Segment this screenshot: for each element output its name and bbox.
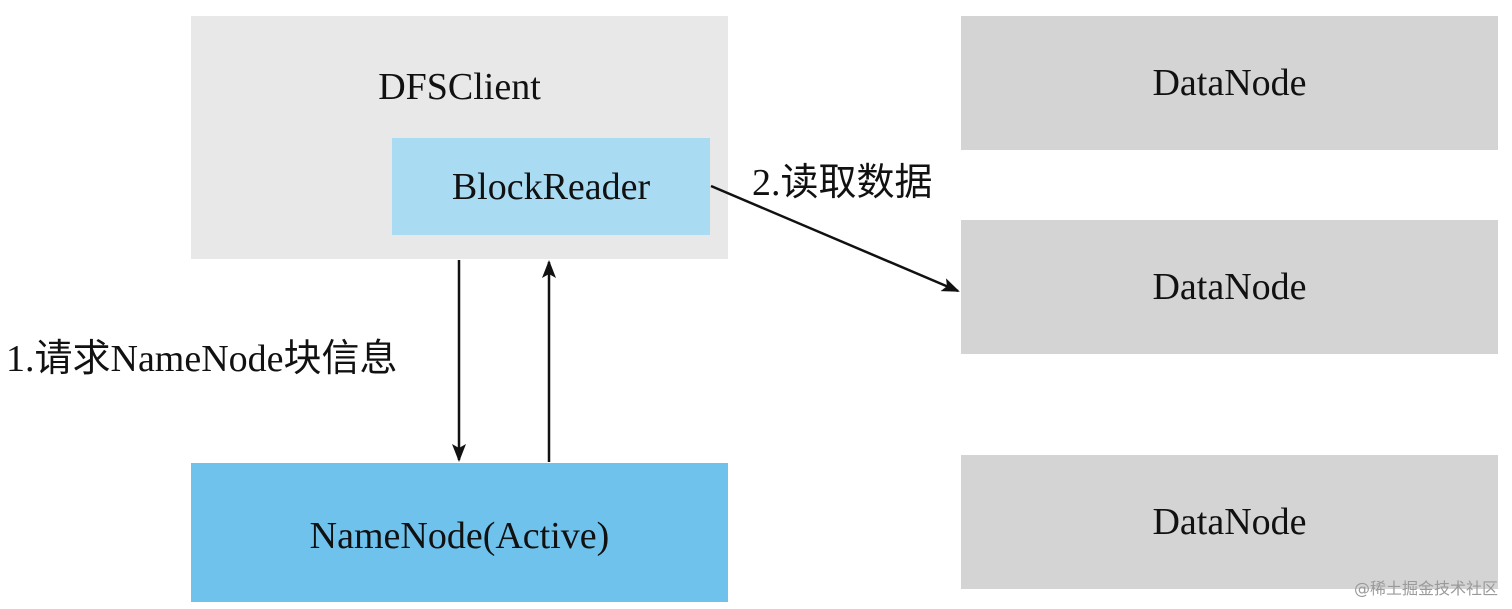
- blockreader-label: BlockReader: [451, 166, 651, 208]
- datanode-box-1: DataNode: [961, 16, 1498, 150]
- datanode-label-2: DataNode: [1152, 266, 1307, 308]
- request-edge-label: 1.请求NameNode块信息: [6, 338, 398, 380]
- watermark-text: @稀土掘金技术社区: [1353, 579, 1498, 598]
- datanode-box-2: DataNode: [961, 220, 1498, 354]
- arrow-blockreader-to-datanode: [710, 184, 960, 293]
- datanode-box-3: DataNode: [961, 455, 1498, 589]
- dfsclient-label: DFSClient: [378, 66, 541, 108]
- blockreader-box: BlockReader: [392, 138, 710, 235]
- namenode-label: NameNode(Active): [309, 515, 610, 557]
- datanode-label-1: DataNode: [1152, 62, 1307, 104]
- namenode-box: NameNode(Active): [191, 463, 728, 602]
- read-edge-label: 2.读取数据: [752, 162, 933, 204]
- datanode-label-3: DataNode: [1152, 501, 1307, 543]
